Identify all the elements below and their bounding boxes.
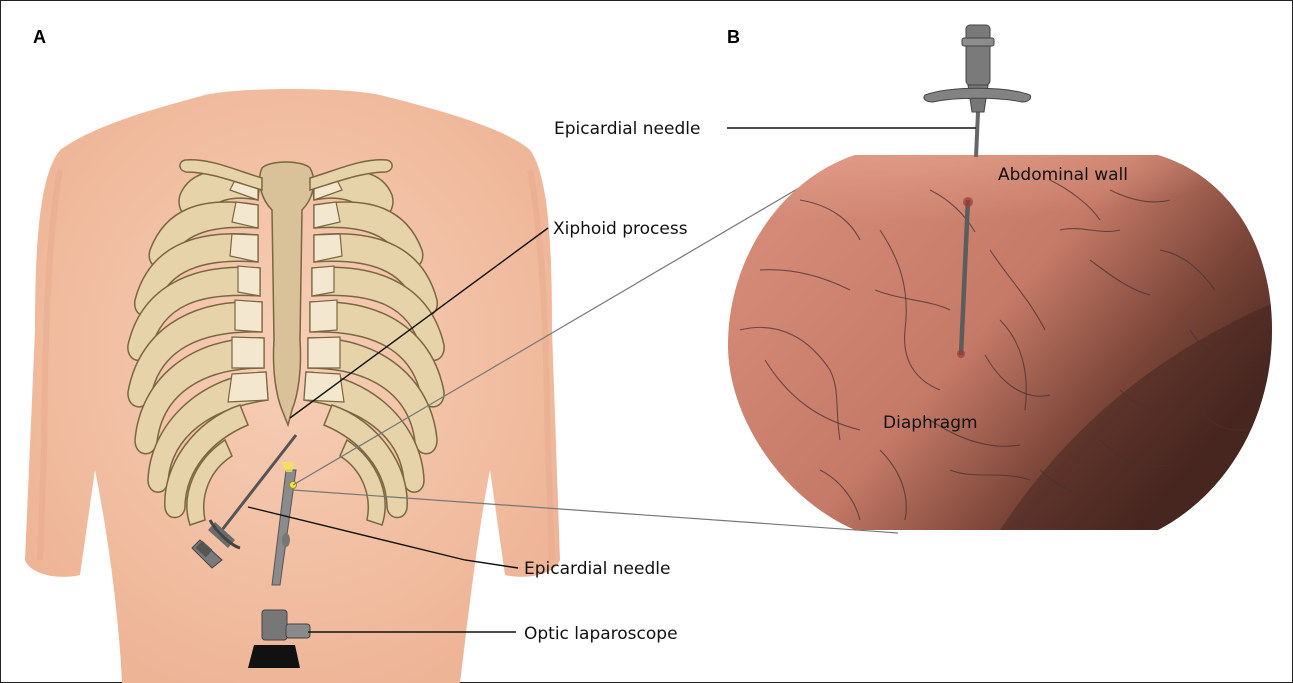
xiphoid-process-label: Xiphoid process xyxy=(553,219,688,239)
optic-laparoscope-label: Optic laparoscope xyxy=(524,624,678,644)
epicardial-needle-b-label: Epicardial needle xyxy=(554,119,700,139)
panel-a-letter: A xyxy=(33,27,46,47)
epicardial-needle-a-label: Epicardial needle xyxy=(524,559,670,579)
epicardial-needle-b xyxy=(924,25,1031,157)
abdominal-wall-label: Abdominal wall xyxy=(998,165,1128,185)
diaphragm-label: Diaphragm xyxy=(883,413,978,433)
panel-b-letter: B xyxy=(727,27,740,47)
laparoscopic-view xyxy=(700,125,1280,540)
